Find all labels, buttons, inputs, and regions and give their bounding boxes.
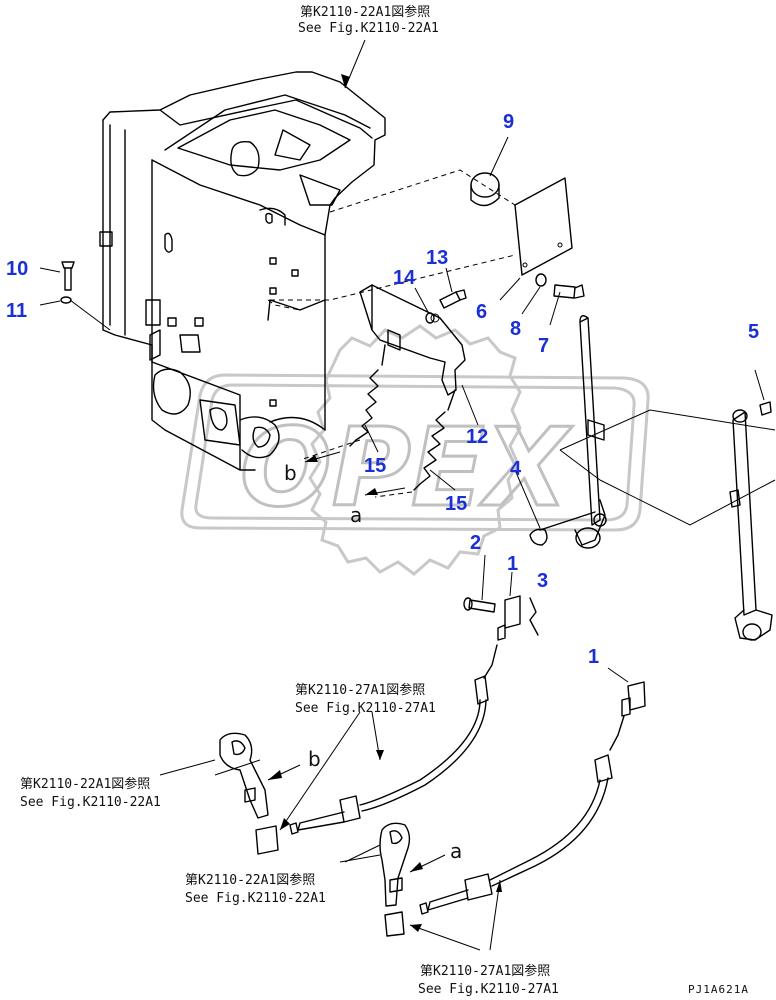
cable-lower [419,715,625,915]
cable-guide-plate [559,409,776,526]
ref-bottom-cable-jp: 第K2110-27A1図参照 [420,963,550,979]
bracket-12 [359,284,479,426]
letter-arrows [304,451,406,496]
ref-top-en: See Fig.K2110-22A1 [298,21,439,36]
rod-assembly [514,315,607,549]
figure-code: PJ1A621A [688,983,749,996]
letter-b-bottom: b [308,747,321,771]
cable-mid [289,644,498,835]
ref-mid-cable-jp: 第K2110-27A1図参照 [295,682,425,698]
washer-14 [414,287,435,324]
bolt-10 [39,261,75,306]
top-ref-arrow [341,39,366,89]
callout-14: 14 [393,267,416,289]
lever-left [159,732,301,855]
callout-11: 11 [6,300,27,322]
callout-12: 12 [466,426,488,448]
ref-arrows [69,299,502,951]
ref-mid-cable-en: See Fig.K2110-27A1 [295,701,436,716]
cap-9 [470,136,509,207]
callout-2: 2 [470,532,481,554]
letter-a-bottom: a [450,839,462,863]
lever-center [344,822,446,937]
callout-6: 6 [476,301,487,323]
spring-15-right [374,389,456,498]
callout-7: 7 [538,335,549,357]
callout-1-lower: 1 [588,646,599,668]
callout-5: 5 [748,321,759,343]
callout-13: 13 [426,247,448,269]
callout-9: 9 [503,111,514,133]
bolt-13 [439,267,467,309]
watermark-logo: OPEX [180,324,650,576]
callout-15-right: 15 [445,493,467,515]
watermark-text: OPEX [240,406,573,531]
callout-1-top: 1 [507,553,518,575]
letter-b-top: b [284,461,297,485]
right-link [729,369,773,641]
ref-left-lever-en: See Fig.K2110-22A1 [20,795,161,810]
callout-8: 8 [510,318,521,340]
ref-center-lever-jp: 第K2110-22A1図参照 [185,872,315,888]
spring-15-left [299,344,386,461]
clamp-1-lower [607,667,646,717]
ref-left-lever-jp: 第K2110-22A1図参照 [20,776,150,792]
bolt-2 [463,554,539,641]
cover-plate [270,169,573,301]
ref-bottom-cable-en: See Fig.K2110-27A1 [418,982,559,997]
ref-top-jp: 第K2110-22A1図参照 [300,4,430,20]
callout-10: 10 [6,258,28,280]
bolt-7 [499,273,585,326]
callout-15-left: 15 [364,455,386,477]
housing-assembly [99,71,386,471]
callout-4: 4 [510,458,522,480]
callout-3: 3 [537,570,548,592]
letter-a-top: a [350,503,362,527]
ref-center-lever-en: See Fig.K2110-22A1 [185,891,326,906]
